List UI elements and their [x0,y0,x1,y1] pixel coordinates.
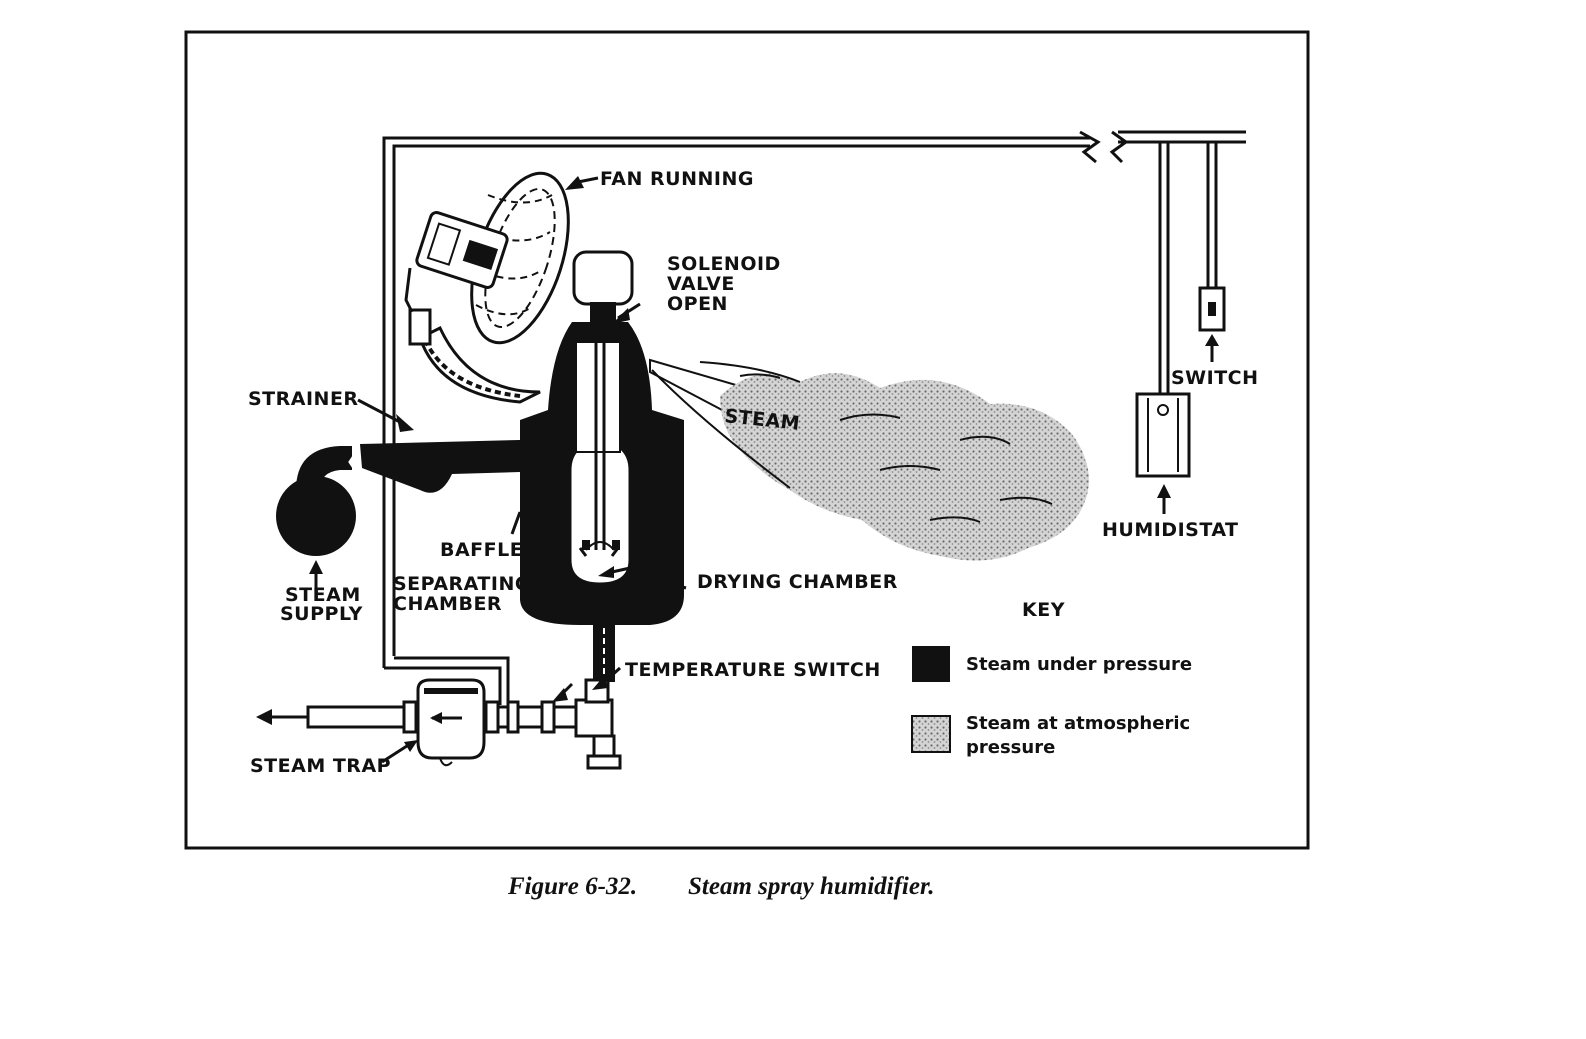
legend-item-pressure: Steam under pressure [966,654,1192,675]
legend-swatch-pressure [912,646,950,682]
label-fan-running: FAN RUNNING [600,168,754,190]
figure-caption: Steam spray humidifier. [688,873,935,900]
label-solenoid-line3: OPEN [667,293,728,315]
steam-supply [276,437,520,588]
label-solenoid-line1: SOLENOID [667,253,781,275]
label-baffle: BAFFLE [440,539,523,561]
fan-assembly [415,171,599,345]
legend-item-atmospheric-line1: Steam at atmospheric [966,713,1190,734]
separator-body [510,250,687,682]
label-steam-supply-line2: SUPPLY [280,603,363,625]
strainer-pipe [357,267,541,432]
legend: KEY Steam under pressure Steam at atmosp… [911,599,1192,758]
humidistat-device [1135,392,1191,514]
control-wiring [382,130,1246,705]
label-solenoid-line2: VALVE [667,273,735,295]
label-strainer: STRAINER [248,388,359,410]
switch-device [1198,286,1226,362]
legend-title: KEY [1022,599,1065,621]
legend-swatch-atmospheric [911,715,951,753]
label-humidistat: HUMIDISTAT [1102,519,1239,541]
label-separating-line1: SEPARATING [393,573,531,595]
label-steam-supply-line1: STEAM [285,584,361,606]
label-drying-chamber: DRYING CHAMBER [697,571,898,593]
trap-piping [256,666,622,770]
label-steam-trap: STEAM TRAP [250,755,391,777]
label-temperature-switch: TEMPERATURE SWITCH [625,659,881,681]
figure-number: Figure 6-32. [507,873,637,900]
legend-item-atmospheric-line2: pressure [966,737,1055,758]
figure-frame [184,30,1310,850]
label-switch: SWITCH [1171,367,1259,389]
label-separating-line2: CHAMBER [393,593,502,615]
steam-plume [649,358,1089,561]
